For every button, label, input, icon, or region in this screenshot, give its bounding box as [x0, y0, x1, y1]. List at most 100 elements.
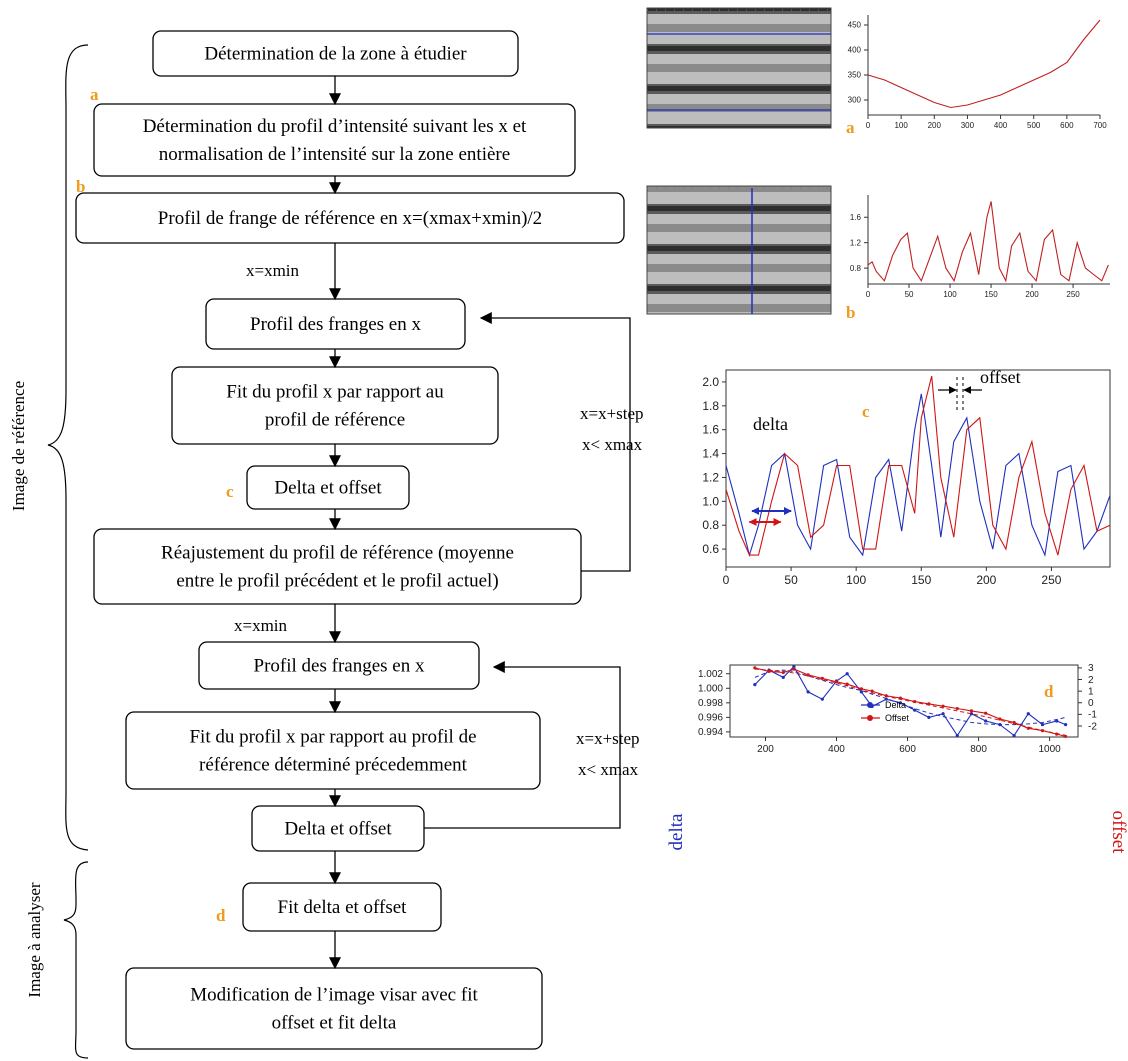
step-letter-d: d — [216, 906, 226, 925]
chart-d-legend-marker — [867, 715, 873, 721]
fringe-image-b — [646, 185, 832, 315]
chart-d-y-right-tick-label: 1 — [1088, 686, 1094, 697]
chart-d-point — [845, 672, 849, 676]
label-loop-2-cond: x< xmax — [578, 760, 639, 779]
side-brace-reference — [47, 44, 89, 851]
flow-box-text: Réajustement du profil de référence (moy… — [161, 543, 514, 564]
flow-box-profil-intensite: Détermination du profil d’intensité suiv… — [93, 103, 576, 177]
chart-d-point — [941, 712, 945, 716]
panel-letter-d: d — [1044, 682, 1054, 701]
chart-d-y-right-tick-label: 0 — [1088, 698, 1094, 709]
chart-d-x-tick-label: 1000 — [1038, 744, 1061, 755]
flow-box-frame — [171, 366, 499, 445]
chart-d-legend-label: Offset — [885, 713, 909, 723]
panel-letter-c: c — [862, 402, 870, 421]
chart-c-y-tick-label: 1.2 — [702, 470, 719, 484]
flow-box-delta-offset-2: Delta et offset — [251, 805, 425, 852]
chart-c-x-tick-label: 200 — [976, 573, 996, 587]
chart-a-x-tick-label: 100 — [894, 121, 908, 130]
chart-a-x-tick-label: 400 — [994, 121, 1008, 130]
chart-c-x-tick-label: 150 — [911, 573, 931, 587]
loop-2-line — [424, 661, 621, 829]
flow-box-frame — [125, 967, 543, 1050]
flow-box-modification: Modification de l’image visar avec fit of… — [125, 967, 543, 1050]
chart-d-point — [1063, 723, 1068, 727]
chart-d-point — [820, 676, 824, 680]
flow-box-reajustement: Réajustement du profil de référence (moy… — [93, 528, 582, 605]
chart-c-y-tick-label: 1.4 — [702, 447, 719, 461]
flow-box-text: Delta et offset — [274, 478, 382, 499]
flowchart: Détermination de la zone à étudierDéterm… — [75, 30, 625, 1050]
chart-a-series-0 — [867, 19, 1101, 109]
chart-d-series-delta — [754, 665, 1066, 737]
chart-d-point — [955, 733, 959, 738]
chart-d-point — [753, 683, 757, 687]
flow-box-text: normalisation de l’intensité sur la zone… — [159, 144, 510, 165]
chart-c-y-tick-label: 1.8 — [702, 399, 719, 413]
flow-box-text: offset et fit delta — [272, 1013, 397, 1034]
chart-c-series-blue — [725, 393, 1111, 558]
chart-d-point — [1012, 733, 1016, 738]
chart-b-x-tick-label: 200 — [1025, 290, 1039, 299]
chart-c-y-tick-label: 0.6 — [702, 542, 719, 556]
flow-box-text: Détermination du profil d’intensité suiv… — [143, 116, 527, 137]
label-loop-1-step: x=x+step — [580, 404, 644, 423]
chart-c-y-tick-label: 1.0 — [702, 494, 719, 508]
fringe-image-a-frame — [646, 7, 832, 129]
flow-box-text: entre le profil précédent et le profil a… — [176, 571, 498, 592]
chart-d-legend-marker — [867, 702, 873, 708]
flow-box-profil-franges-1: Profil des franges en x — [205, 298, 466, 350]
chart-c-x-tick-label: 100 — [846, 573, 866, 587]
chart-d-legend-label: Delta — [885, 700, 906, 710]
flow-box-text: référence déterminé précedemment — [199, 755, 468, 776]
chart-c-y-tick-label: 2.0 — [702, 375, 719, 389]
panel-letter-b: b — [846, 303, 855, 322]
chart-c-offset-annotation: offset — [980, 367, 1021, 387]
chart-d-point — [781, 675, 785, 679]
chart-c-x-tick-label: 250 — [1041, 573, 1061, 587]
chart-d-point — [927, 715, 931, 719]
chart-d-point — [969, 709, 974, 713]
chart-b-series-0 — [867, 201, 1109, 283]
chart-c-x-tick-label: 0 — [723, 573, 730, 587]
panel-letter-a: a — [846, 118, 855, 137]
chart-d-series-delta-fit — [754, 669, 1066, 726]
chart-a-y-tick-label: 300 — [848, 96, 862, 105]
chart-d-y-right-tick-label: 3 — [1088, 663, 1094, 674]
flow-box-text: Modification de l’image visar avec fit — [190, 985, 478, 1006]
label-x-min-1: x=xmin — [246, 261, 300, 280]
chart-d-x-tick-label: 200 — [757, 744, 774, 755]
chart-c-frame — [725, 369, 1111, 568]
chart-d-series-offset — [754, 667, 1066, 737]
chart-b-x-tick-label: 100 — [943, 290, 957, 299]
side-brace-analyse — [63, 861, 89, 1059]
chart-d-series-offset-fit — [754, 668, 1066, 736]
flow-box-text: Profil des franges en x — [250, 314, 421, 335]
chart-b-y-tick-label: 0.8 — [850, 264, 862, 273]
chart-c-y-tick-label: 1.6 — [702, 423, 719, 437]
chart-d-point — [984, 719, 988, 723]
flow-box-frame — [246, 465, 410, 510]
label-loop-1-cond: x< xmax — [582, 435, 643, 454]
flow-box-text: Profil de frange de référence en x=(xmax… — [158, 208, 542, 229]
flow-box-fit-delta-offset: Fit delta et offset — [242, 882, 442, 932]
flow-box-frame — [75, 192, 625, 244]
chart-d-point — [955, 706, 959, 711]
step-letter-c: c — [226, 482, 234, 501]
chart-a-y-tick-label: 350 — [848, 71, 862, 80]
chart-d-point — [913, 708, 917, 712]
chart-d-y-right-tick-label: -2 — [1088, 721, 1097, 732]
step-letter-a: a — [90, 85, 99, 104]
flow-box-frame — [93, 103, 576, 177]
chart-d-point — [845, 682, 849, 686]
chart-d-point — [941, 704, 945, 708]
chart-d-point — [806, 690, 810, 694]
flow-box-profil-franges-2: Profil des franges en x — [198, 641, 480, 690]
chart-d-point — [834, 680, 839, 684]
chart-d-x-tick-label: 400 — [828, 744, 845, 755]
